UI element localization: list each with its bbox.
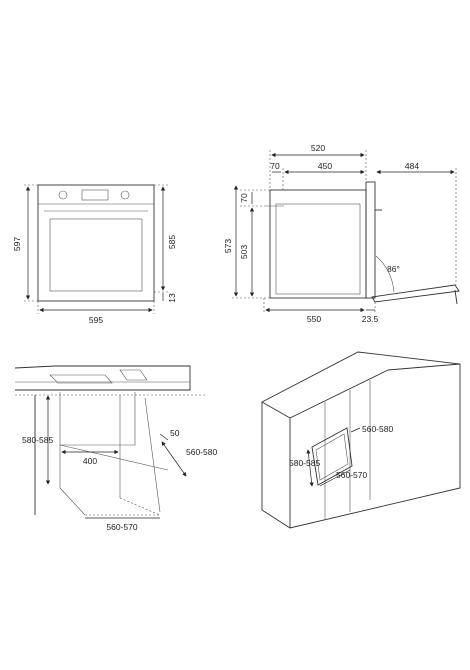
side-height-total-label: 573 bbox=[223, 239, 233, 253]
front-height-inner-label: 585 bbox=[167, 235, 177, 249]
under-counter-depth-label: 560-580 bbox=[186, 447, 217, 457]
oven-inner-cavity bbox=[275, 203, 361, 295]
side-door-open-label: 484 bbox=[405, 161, 419, 171]
under-counter-niche-width-label: 560-570 bbox=[106, 522, 137, 532]
column-niche bbox=[311, 427, 353, 486]
oven-side-body bbox=[269, 189, 367, 299]
column-depth-label: 560-580 bbox=[362, 424, 393, 434]
oven-front-outline bbox=[37, 184, 155, 302]
oven-door-window bbox=[49, 218, 143, 292]
front-width-label: 595 bbox=[89, 315, 103, 325]
side-view-drawing bbox=[232, 150, 460, 314]
right-knob-icon bbox=[120, 190, 130, 200]
under-counter-gap-label: 50 bbox=[170, 428, 180, 438]
column-width-label: 560-570 bbox=[336, 470, 367, 480]
under-counter-drawing bbox=[14, 365, 205, 519]
side-depth-total-label: 520 bbox=[311, 143, 325, 153]
column-height-label: 580-585 bbox=[289, 458, 320, 468]
side-door-angle-label: 86° bbox=[387, 264, 400, 274]
niche-outline bbox=[59, 392, 136, 446]
front-base-offset-label: 13 bbox=[167, 293, 177, 303]
open-door bbox=[371, 284, 460, 303]
side-depth-bottom-label: 550 bbox=[307, 314, 321, 324]
display-panel bbox=[81, 189, 109, 201]
hob bbox=[49, 374, 113, 384]
side-door-thickness-label: 23.5 bbox=[362, 314, 379, 324]
front-height-outer-label: 597 bbox=[12, 237, 22, 251]
side-height-body-label: 503 bbox=[239, 245, 249, 259]
under-counter-width-label: 400 bbox=[83, 456, 97, 466]
side-top-offset-label: 70 bbox=[239, 193, 249, 203]
side-depth-body-label: 450 bbox=[318, 161, 332, 171]
side-front-offset-label: 70 bbox=[270, 161, 280, 171]
column-install-drawing bbox=[261, 351, 461, 529]
control-panel-side bbox=[365, 181, 376, 299]
front-view-drawing bbox=[24, 184, 168, 314]
tall-cabinet bbox=[261, 351, 461, 529]
under-counter-height-label: 580-585 bbox=[22, 435, 53, 445]
left-knob-icon bbox=[58, 190, 68, 200]
countertop bbox=[14, 365, 191, 391]
